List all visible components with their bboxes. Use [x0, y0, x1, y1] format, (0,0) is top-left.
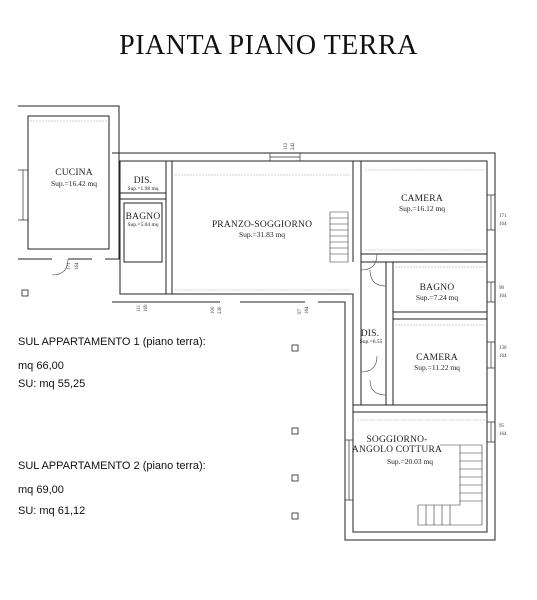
stairs-2 — [417, 444, 483, 526]
cucina-label: CUCINA — [55, 168, 93, 178]
door-cucina — [51, 258, 69, 276]
kitchen-wall-inner — [27, 115, 110, 250]
bagno1-area: Sup.=5.04 mq — [127, 222, 158, 228]
door-bagno2 — [369, 269, 387, 287]
camera1-bottom-wall — [361, 253, 487, 263]
camera1-area: Sup.=16.12 mq — [399, 204, 445, 213]
dim-mid-b: 230 — [218, 306, 223, 314]
camera2-area: Sup.=11.22 mq — [414, 363, 460, 372]
bagno2-area: Sup.=7.24 mq — [416, 293, 459, 302]
marker-4 — [291, 474, 299, 482]
page-title: PIANTA PIANO TERRA — [119, 30, 418, 61]
dis1-wall — [120, 192, 166, 200]
dim-top-a: 112 — [284, 142, 289, 150]
stairs-1 — [329, 211, 349, 263]
dim-door-bottom-b: 164 — [75, 262, 80, 270]
dim-window-right-4b: 164 — [499, 432, 507, 437]
door-camera1 — [360, 253, 378, 271]
kitchen-wall-outer — [18, 105, 120, 260]
right-divider-wall — [352, 161, 362, 262]
dis1-area: Sup.=1.98 mq — [127, 186, 158, 192]
window-left-soggiorno — [345, 439, 353, 501]
pranzo-area: Sup.=31.83 mq — [239, 230, 285, 239]
window-kitchen — [18, 169, 28, 221]
apartment2-label: SUL APPARTAMENTO 2 (piano terra): — [18, 460, 206, 472]
dim-window-right-1b: 164 — [499, 222, 507, 227]
dis1-label: DIS. — [134, 176, 152, 186]
dim-dis-bottom-b: 169 — [144, 304, 149, 312]
dim-mid-a: 100 — [211, 306, 216, 314]
apartment1-su: SU: mq 55,25 — [18, 378, 86, 390]
main-wall-inner — [119, 160, 488, 533]
window-right-4 — [487, 421, 495, 443]
door-camera2 — [369, 379, 387, 396]
apartment1-label: SUL APPARTAMENTO 1 (piano terra): — [18, 336, 206, 348]
dim-mid2-b: 164 — [305, 306, 310, 314]
camera2-label: CAMERA — [416, 353, 458, 363]
window-right-2 — [487, 281, 495, 303]
soggiorno-label-line1: SOGGIORNO- — [366, 435, 427, 445]
door-dis2 — [360, 355, 378, 373]
window-right-3 — [487, 341, 495, 369]
cucina-area: Sup.=16.42 mq — [51, 179, 97, 188]
dim-window-right-3a: 130 — [499, 346, 507, 351]
dim-window-right-1a: 171 — [499, 214, 507, 219]
camera1-label: CAMERA — [401, 194, 443, 204]
dim-window-right-2a: 90 — [499, 286, 505, 291]
bagno1-label: BAGNO — [126, 212, 161, 222]
dim-top-b: 242 — [291, 142, 296, 150]
dim-mid2-a: 97 — [298, 309, 303, 315]
window-top — [269, 153, 301, 161]
dim-window-right-3b: 164 — [499, 354, 507, 359]
marker-3 — [291, 427, 299, 435]
marker-2 — [291, 344, 299, 352]
bagno2-walls — [385, 262, 487, 320]
soggiorno-label-line2: ANGOLO COTTURA — [352, 445, 442, 455]
dim-window-right-2b: 164 — [499, 294, 507, 299]
bagno1-inner — [123, 202, 163, 263]
apartment2-su: SU: mq 61,12 — [18, 505, 86, 517]
bagno2-label: BAGNO — [420, 283, 455, 293]
main-wall-outer — [112, 152, 496, 541]
dim-dis-bottom-a: 111 — [137, 304, 142, 312]
pranzo-label: PRANZO-SOGGIORNO — [212, 220, 312, 230]
soggiorno-area: Sup.=20.03 mq — [387, 457, 433, 466]
dim-door-bottom-a: 171 — [67, 262, 72, 270]
apartment1-sul: mq 66,00 — [18, 360, 64, 372]
apartment2-sul: mq 69,00 — [18, 484, 64, 496]
dis2-area: Sup.=6.55 — [360, 339, 383, 345]
dis2-label: DIS. — [361, 329, 379, 339]
marker-5 — [291, 512, 299, 520]
marker-1 — [21, 289, 29, 297]
window-right-1 — [487, 194, 495, 231]
bagno1-wall — [165, 161, 173, 294]
camera2-walls — [353, 319, 487, 413]
dim-window-right-4a: 95 — [499, 424, 505, 429]
